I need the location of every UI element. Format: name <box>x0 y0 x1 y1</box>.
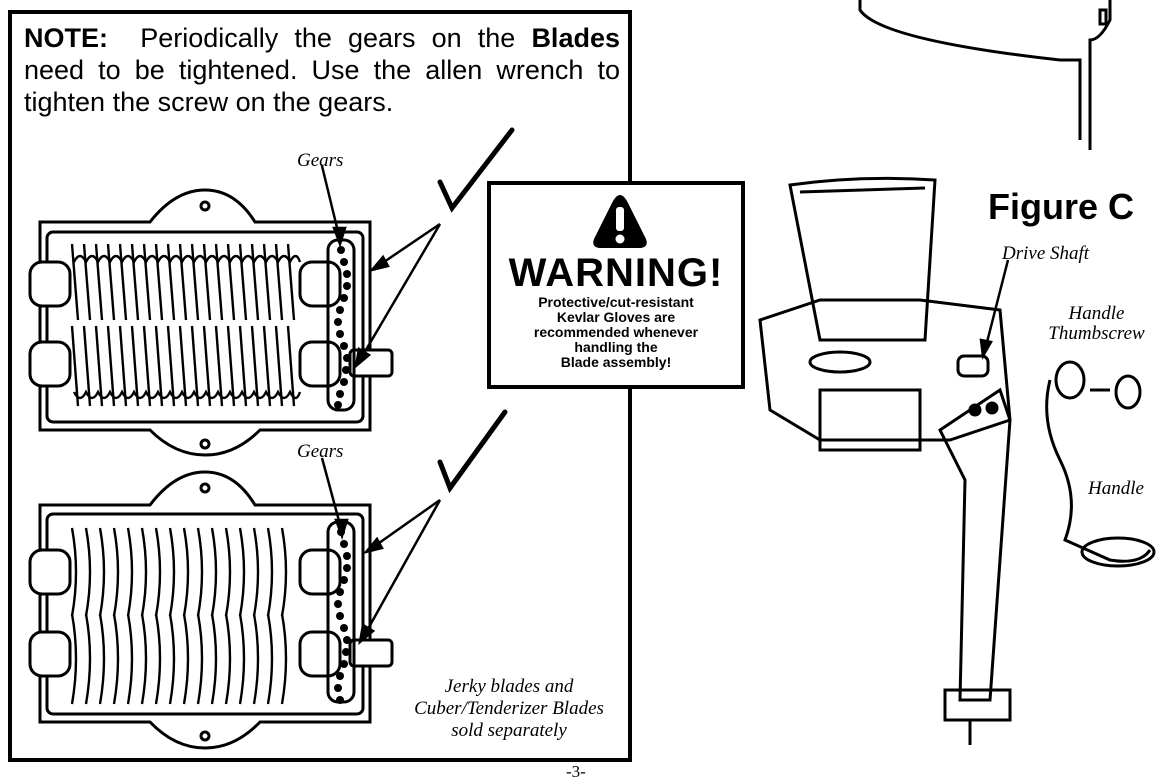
top-blade-frame <box>38 188 372 457</box>
figure-title: Figure C <box>988 186 1135 227</box>
page-number: -3- <box>566 762 586 781</box>
handle-thumbscrew-label: Handle Thumbscrew <box>1034 304 1159 344</box>
warning-body: Protective/cut-resistant Kevlar Gloves a… <box>491 295 741 370</box>
gears-label-bottom: Gears <box>297 441 344 462</box>
top-gears-pattern <box>334 246 351 409</box>
handle-thumbscrew-line2: Thumbscrew <box>1048 323 1145 344</box>
allen-wrench-icons <box>437 127 515 494</box>
blades-word: Blades <box>531 23 620 53</box>
bottom-blade-frame <box>38 470 372 750</box>
drive-shaft-label: Drive Shaft <box>1002 243 1090 264</box>
sold-separately-line3: sold separately <box>451 720 567 741</box>
note-text-part2: need to be tightened. Use the allen wren… <box>24 55 620 117</box>
pointer-arrows <box>320 165 442 646</box>
warning-panel: WARNING! Protective/cut-resistant Kevlar… <box>487 181 745 389</box>
top-blades-pattern <box>70 243 302 407</box>
sold-separately-line1: Jerky blades and <box>444 676 574 697</box>
warning-title: WARNING! <box>508 251 724 295</box>
handle-label: Handle <box>1088 478 1144 499</box>
warning-icon <box>593 195 647 248</box>
tenderizer-machine-illustration <box>758 0 1156 745</box>
note-text-part1: Periodically the gears on the <box>140 23 516 53</box>
handle-thumbscrew-line1: Handle <box>1068 303 1125 324</box>
sold-separately-note: Jerky blades and Cuber/Tenderizer Blades… <box>392 676 626 742</box>
note-label: NOTE: <box>24 23 108 53</box>
note-paragraph: NOTE: Periodically the gears on the Blad… <box>24 22 620 118</box>
sold-separately-line2: Cuber/Tenderizer Blades <box>414 698 604 719</box>
warning-line4: handling the <box>574 339 658 355</box>
warning-line2: Kevlar Gloves are <box>556 309 676 325</box>
warning-line5: Blade assembly! <box>560 354 672 370</box>
warning-line3: recommended whenever <box>533 324 699 340</box>
warning-line1: Protective/cut-resistant <box>538 294 694 310</box>
gears-label-top: Gears <box>297 150 344 171</box>
bottom-blades-pattern <box>70 527 288 705</box>
